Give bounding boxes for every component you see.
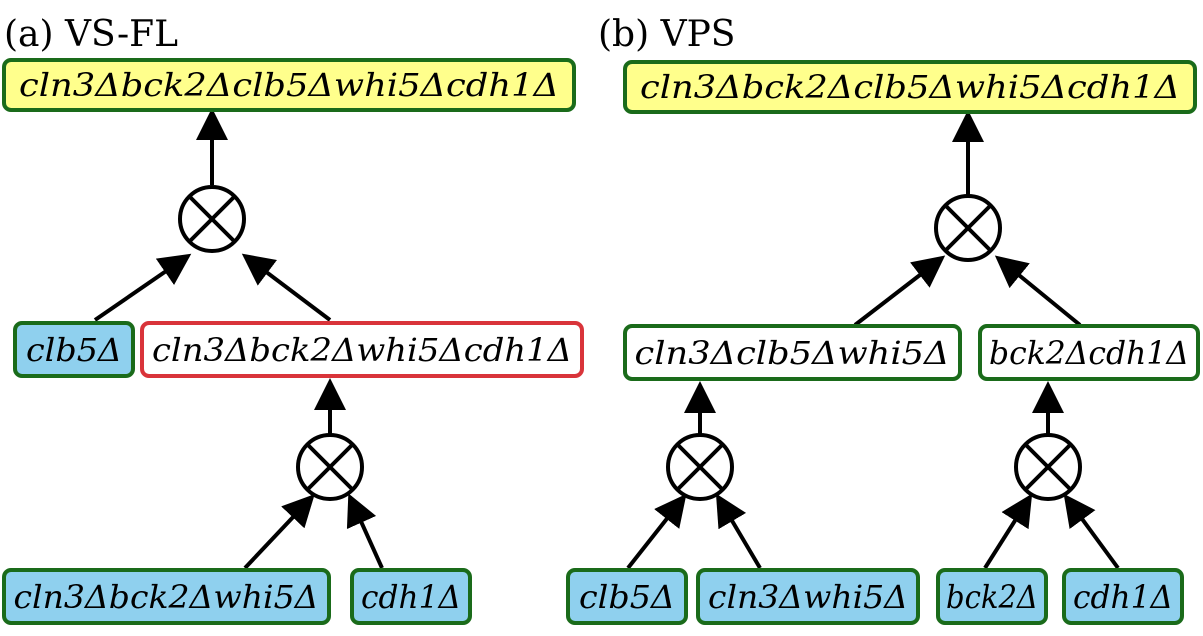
node-label: cln3Δwhi5Δ — [708, 578, 908, 616]
node-a-leaf2: cdh1Δ — [350, 568, 472, 625]
node-b-leaf4: cdh1Δ — [1062, 568, 1184, 625]
node-b-root: cln3Δbck2Δclb5Δwhi5Δcdh1Δ — [623, 60, 1197, 114]
edge-b-mid1-to-op1 — [853, 255, 946, 327]
node-label: clb5Δ — [26, 331, 122, 369]
edge-b-mid2-to-op1 — [994, 255, 1082, 327]
node-b-leaf1: clb5Δ — [566, 568, 688, 625]
node-label: clb5Δ — [579, 578, 675, 616]
panel-b-title: (b) VPS — [598, 14, 735, 55]
edge-b-leaf4-to-op3 — [1063, 493, 1120, 570]
node-a-mid: cln3Δbck2Δwhi5Δcdh1Δ — [140, 321, 584, 378]
edge-b-leaf2-to-op2 — [715, 493, 762, 570]
node-b-mid1: cln3Δclb5Δwhi5Δ — [623, 324, 962, 381]
node-label: cln3Δbck2Δclb5Δwhi5Δcdh1Δ — [19, 66, 559, 104]
edge-a-leaf2-to-op2 — [346, 493, 384, 569]
node-label: cdh1Δ — [361, 578, 461, 616]
node-b-mid2: bck2Δcdh1Δ — [978, 324, 1200, 381]
edge-b-leaf1-to-op2 — [626, 493, 687, 570]
merge-operator-icon — [934, 194, 1002, 262]
panel-b: (b) VPS cln3Δbck2Δclb5Δwhi — [566, 14, 1200, 625]
node-label: bck2Δcdh1Δ — [989, 334, 1189, 372]
node-label: cln3Δbck2Δclb5Δwhi5Δcdh1Δ — [640, 68, 1180, 106]
node-label: cln3Δbck2Δwhi5Δcdh1Δ — [152, 331, 572, 369]
node-a-leaf1: cln3Δbck2Δwhi5Δ — [2, 568, 331, 625]
merge-operator-icon — [296, 433, 364, 501]
edge-a-clb5-to-op1 — [93, 253, 192, 322]
edge-a-leaf1-to-op2 — [243, 494, 315, 570]
edge-a-mid-to-op1 — [241, 253, 332, 322]
node-label: cln3Δclb5Δwhi5Δ — [635, 334, 950, 372]
panel-a-title: (a) VS-FL — [4, 14, 178, 55]
node-a-clb5: clb5Δ — [13, 321, 135, 378]
node-a-root: cln3Δbck2Δclb5Δwhi5Δcdh1Δ — [2, 58, 576, 112]
merge-operator-icon — [666, 433, 734, 501]
node-b-leaf3: bck2Δ — [936, 568, 1048, 625]
merge-operator-icon — [1014, 433, 1082, 501]
node-b-leaf2: cln3Δwhi5Δ — [696, 568, 920, 625]
node-label: bck2Δ — [946, 578, 1038, 616]
node-label: cdh1Δ — [1073, 578, 1173, 616]
node-label: cln3Δbck2Δwhi5Δ — [14, 578, 319, 616]
merge-operator-icon — [178, 185, 246, 253]
panel-a: (a) VS-FL cln3Δbck2Δclb5Δwhi5Δcdh1Δ clb5… — [2, 14, 584, 625]
edge-b-leaf3-to-op3 — [983, 493, 1033, 570]
